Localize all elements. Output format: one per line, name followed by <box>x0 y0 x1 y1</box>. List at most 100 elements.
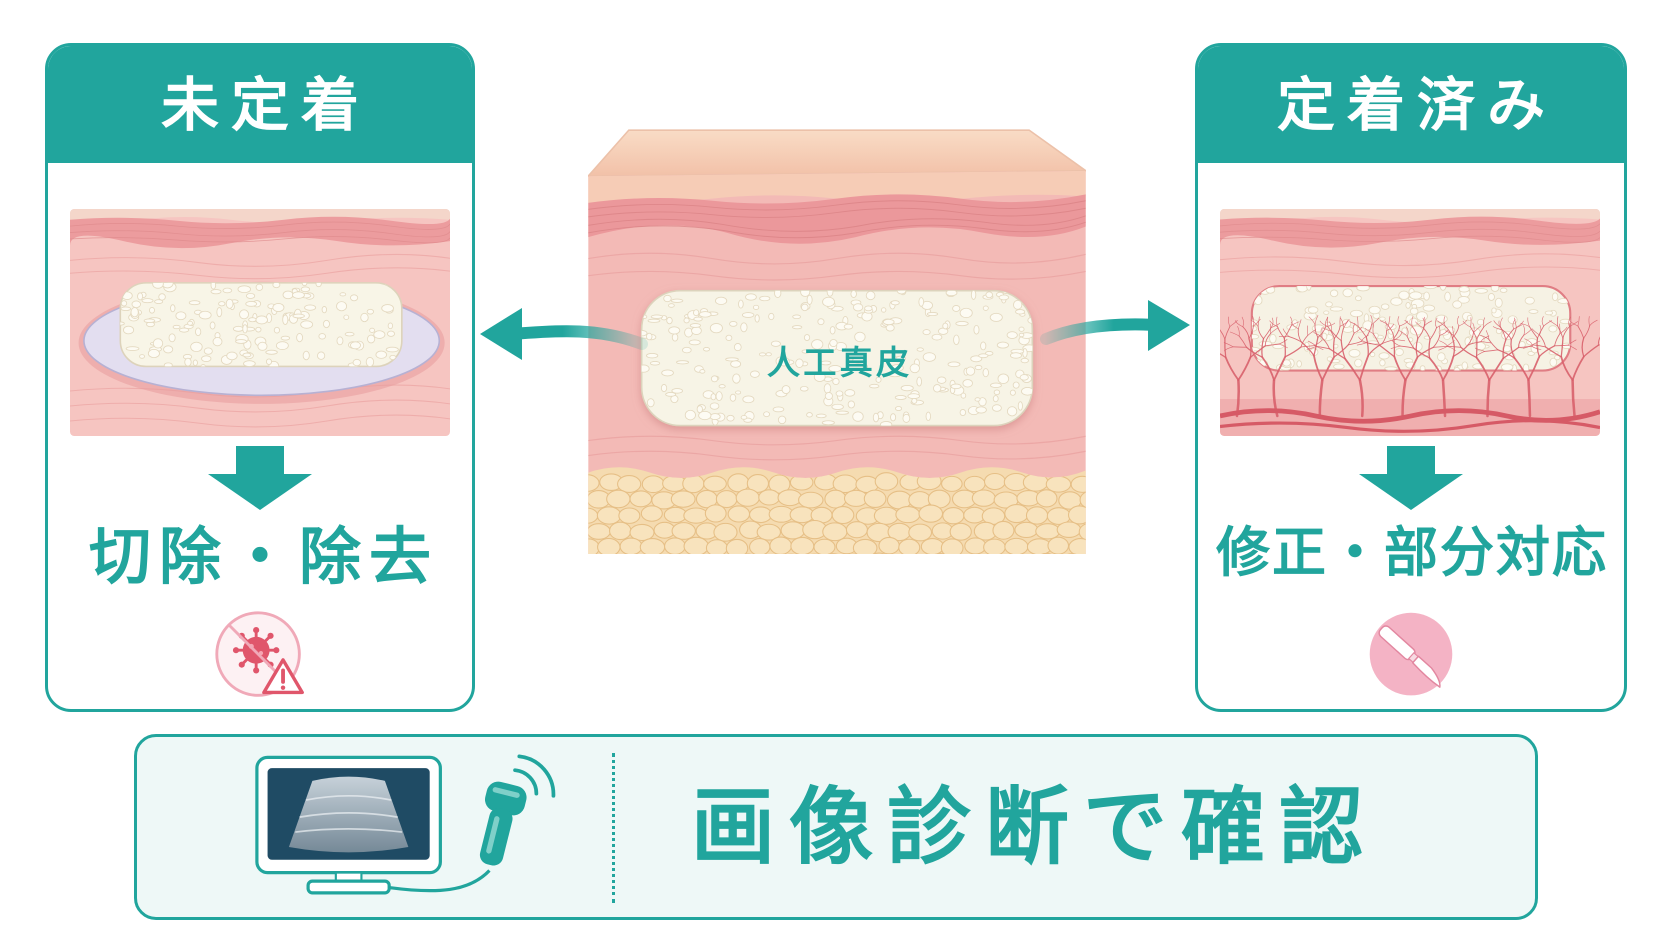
texture-grain <box>768 312 775 321</box>
texture-grain <box>1368 305 1381 315</box>
blood-vessel-branch <box>1437 320 1446 327</box>
blood-vessel-branch <box>1347 332 1355 346</box>
texture-grain <box>200 364 206 367</box>
blood-vessel-branch <box>1514 317 1517 328</box>
blood-vessel-branch <box>1549 320 1558 327</box>
texture-grain <box>646 352 659 359</box>
texture-grain <box>201 355 212 363</box>
fat-cell <box>983 538 1006 554</box>
blood-vessel-branch <box>1505 328 1515 341</box>
texture-grain <box>1390 297 1403 306</box>
texture-grain <box>1350 309 1363 318</box>
blood-vessel-branch <box>1438 345 1448 351</box>
blood-vessel-branch <box>1482 317 1485 328</box>
texture-grain <box>315 282 322 288</box>
texture-grain <box>360 312 369 323</box>
texture-grain <box>369 327 375 333</box>
texture-grain <box>641 329 648 337</box>
blood-vessel-branch <box>1501 329 1512 341</box>
texture-grain <box>831 403 844 411</box>
texture-grain <box>210 282 217 290</box>
texture-grain <box>170 304 176 313</box>
texture-grain <box>322 319 331 329</box>
blood-vessel-branch <box>1278 343 1288 349</box>
blood-vessel-branch <box>1220 347 1227 359</box>
blood-vessel-branch <box>1568 316 1571 327</box>
blood-vessel-branch <box>1541 316 1544 327</box>
blood-vessel-branch <box>1492 326 1503 331</box>
blood-vessel-branch <box>1583 325 1591 339</box>
texture-grain <box>366 308 375 315</box>
blood-vessel-branch <box>1470 326 1478 340</box>
blood-vessels <box>1220 314 1600 418</box>
texture-grain <box>909 363 920 374</box>
texture-grain <box>758 352 767 357</box>
fat-cell <box>1070 475 1086 493</box>
texture-grain <box>670 298 684 303</box>
texture-grain <box>1453 366 1461 371</box>
texture-grain <box>691 326 702 336</box>
texture-grain <box>1369 351 1376 358</box>
blood-vessel-branch <box>1273 355 1287 382</box>
texture-grain <box>953 334 960 346</box>
fat-cell <box>588 474 600 492</box>
fat-cell <box>703 475 727 492</box>
blood-vessel-branch <box>1476 326 1484 340</box>
fat-cell <box>713 522 738 542</box>
blood-vessel-branch <box>1353 326 1363 334</box>
blood-vessel-branch <box>1331 330 1342 341</box>
texture-grain <box>1409 307 1419 315</box>
texture-grain <box>1325 301 1333 308</box>
texture-grain <box>375 350 388 359</box>
blood-vessel-branch <box>1597 341 1600 346</box>
texture-grain <box>381 304 394 313</box>
blood-vessel-branch <box>1270 327 1279 334</box>
blood-vessel-branch <box>1224 326 1231 340</box>
texture-grain <box>828 364 842 373</box>
texture-grain <box>890 300 900 306</box>
texture-grain <box>1551 292 1559 302</box>
blood-vessel-branch <box>1557 316 1559 327</box>
texture-grain <box>668 303 675 308</box>
papillary-dermis-layer <box>70 216 450 249</box>
blood-vessel-branch <box>1386 323 1394 332</box>
fat-cell <box>609 521 632 541</box>
blood-vessel-branch <box>1333 325 1341 339</box>
texture-grain <box>212 337 223 347</box>
artificial-dermis-texture <box>641 290 1033 426</box>
texture-grain <box>852 303 864 312</box>
blood-vessel-branch <box>1460 346 1478 359</box>
texture-grain <box>255 315 269 325</box>
fat-cell <box>983 472 1006 491</box>
texture-grain <box>1528 309 1539 314</box>
texture-grain <box>245 300 258 307</box>
texture-grain <box>854 331 866 343</box>
texture-grain <box>137 292 144 301</box>
texture-grain <box>699 369 706 374</box>
texture-grain <box>826 290 834 297</box>
blood-vessel-branch <box>1513 324 1523 330</box>
blood-vessel-branch <box>1536 337 1540 358</box>
texture-grain <box>896 290 907 295</box>
blood-vessel-branch <box>1357 325 1367 338</box>
texture-grain <box>216 307 223 318</box>
texture-grain <box>1437 352 1446 362</box>
blood-vessel-branch <box>1474 348 1485 352</box>
fat-cell <box>790 536 815 554</box>
skin-cross-section: 人工真皮 <box>588 129 1086 554</box>
texture-grain <box>725 334 733 342</box>
texture-grain <box>974 397 981 402</box>
blood-vessel-branch <box>1224 338 1227 359</box>
fat-cell <box>940 538 964 554</box>
blood-vessel-branch <box>1283 337 1286 358</box>
blood-vessel-branch <box>1298 319 1302 330</box>
texture-grain <box>960 392 967 399</box>
texture-grain <box>148 306 155 314</box>
fat-cell <box>1025 506 1049 525</box>
blood-vessel-branch <box>1333 344 1349 358</box>
blood-vessel-branch <box>1439 329 1448 336</box>
epidermis-layer <box>588 170 1086 204</box>
fat-cell <box>683 507 709 524</box>
sound-waves-icon <box>513 754 556 798</box>
blood-vessel-branch <box>1498 320 1503 331</box>
